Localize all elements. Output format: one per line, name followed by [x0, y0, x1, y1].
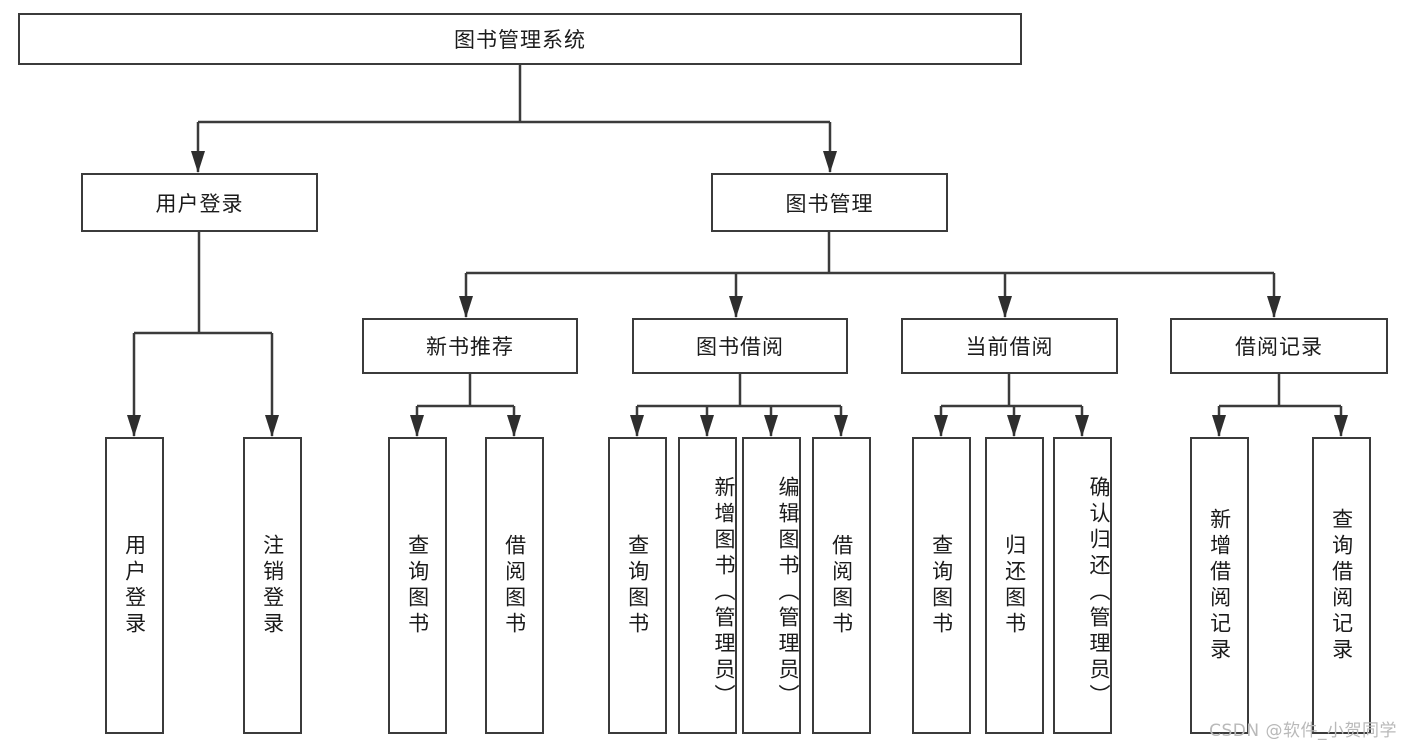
- arrowhead-icon: [729, 296, 743, 318]
- node-leaf-confirm-return[interactable]: 确认归还（管理员）: [1053, 437, 1112, 734]
- arrowhead-icon: [934, 415, 948, 437]
- node-label: 查询图书: [625, 533, 650, 638]
- node-label: 新增图书（管理员）: [712, 475, 736, 710]
- node-label: 查询图书: [929, 533, 954, 638]
- node-label: 新书推荐: [426, 335, 514, 359]
- node-label: 归还图书: [1002, 533, 1027, 638]
- node-borrow-record[interactable]: 借阅记录: [1170, 318, 1388, 374]
- node-book-manage[interactable]: 图书管理: [711, 173, 948, 232]
- arrowhead-icon: [834, 415, 848, 437]
- node-leaf-query-book-2[interactable]: 查询图书: [608, 437, 667, 734]
- arrowhead-icon: [1212, 415, 1226, 437]
- node-label: 图书管理系统: [454, 28, 586, 52]
- node-leaf-query-book-3[interactable]: 查询图书: [912, 437, 971, 734]
- arrowhead-icon: [998, 296, 1012, 318]
- arrowhead-icon: [630, 415, 644, 437]
- arrowhead-icon: [265, 415, 279, 437]
- arrowhead-icon: [700, 415, 714, 437]
- node-leaf-add-book[interactable]: 新增图书（管理员）: [678, 437, 737, 734]
- arrowhead-icon: [1334, 415, 1348, 437]
- node-leaf-edit-book[interactable]: 编辑图书（管理员）: [742, 437, 801, 734]
- node-leaf-user-login[interactable]: 用户登录: [105, 437, 164, 734]
- node-leaf-borrow-book-2[interactable]: 借阅图书: [812, 437, 871, 734]
- arrowhead-icon: [1075, 415, 1089, 437]
- node-leaf-add-record[interactable]: 新增借阅记录: [1190, 437, 1249, 734]
- arrowhead-icon: [823, 151, 837, 173]
- node-label: 图书管理: [785, 191, 874, 216]
- node-label: 查询借阅记录: [1329, 507, 1354, 664]
- arrowhead-icon: [127, 415, 141, 437]
- node-leaf-query-record[interactable]: 查询借阅记录: [1312, 437, 1371, 734]
- node-label: 确认归还（管理员）: [1087, 475, 1111, 710]
- node-label: 新增借阅记录: [1207, 507, 1232, 664]
- node-leaf-logout[interactable]: 注销登录: [243, 437, 302, 734]
- node-label: 借阅图书: [829, 533, 854, 638]
- arrowhead-icon: [459, 296, 473, 318]
- node-user-login[interactable]: 用户登录: [81, 173, 318, 232]
- arrowhead-icon: [764, 415, 778, 437]
- node-label: 注销登录: [260, 533, 285, 638]
- arrowhead-icon: [1267, 296, 1281, 318]
- node-new-book-recommend[interactable]: 新书推荐: [362, 318, 578, 374]
- node-current-borrow[interactable]: 当前借阅: [901, 318, 1118, 374]
- node-label: 用户登录: [122, 533, 147, 638]
- node-label: 用户登录: [155, 191, 244, 216]
- arrowhead-icon: [1007, 415, 1021, 437]
- node-label: 当前借阅: [965, 335, 1054, 359]
- node-label: 编辑图书（管理员）: [776, 475, 800, 710]
- node-leaf-return-book[interactable]: 归还图书: [985, 437, 1044, 734]
- node-label: 图书借阅: [696, 335, 784, 359]
- node-label: 借阅记录: [1235, 335, 1323, 359]
- arrowhead-icon: [507, 415, 521, 437]
- node-root[interactable]: 图书管理系统: [18, 13, 1022, 65]
- node-leaf-borrow-book-1[interactable]: 借阅图书: [485, 437, 544, 734]
- node-leaf-query-book-1[interactable]: 查询图书: [388, 437, 447, 734]
- arrowhead-icon: [410, 415, 424, 437]
- node-label: 借阅图书: [502, 533, 527, 638]
- node-label: 查询图书: [405, 533, 430, 638]
- arrowhead-icon: [191, 151, 205, 173]
- node-book-borrow[interactable]: 图书借阅: [632, 318, 848, 374]
